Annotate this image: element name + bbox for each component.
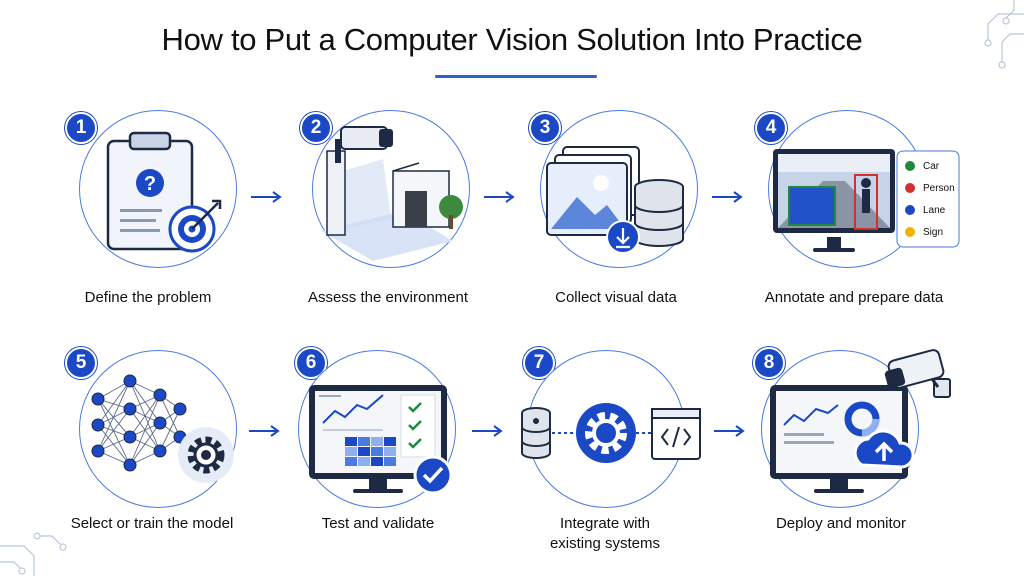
neural-network-gear-icon	[91, 374, 234, 483]
legend-label-sign: Sign	[923, 226, 944, 238]
step-8-badge: 8	[753, 347, 785, 379]
legend-item-sign: Sign	[899, 221, 957, 243]
legend-label-person: Person	[923, 182, 955, 194]
step-5-circle	[79, 350, 237, 508]
legend-dot-sign	[905, 227, 915, 237]
step-4-label: Annotate and prepare data	[764, 289, 944, 306]
arrow-right-icon	[251, 191, 282, 203]
step-5-label: Select or train the model	[70, 515, 234, 532]
step-1-badge: 1	[65, 112, 97, 144]
page-title: How to Put a Computer Vision Solution In…	[161, 22, 863, 57]
step-7-label: Integrate with existing systems	[485, 514, 725, 554]
step-1-label: Define the problem	[84, 289, 212, 306]
annotated-monitor-icon	[773, 149, 960, 252]
step-3-label: Collect visual data	[555, 289, 677, 306]
legend-dot-person	[905, 183, 915, 193]
circuit-decoration-bottom-left-icon	[0, 532, 67, 576]
database-gear-code-icon	[521, 403, 701, 463]
step-3-circle	[540, 110, 698, 268]
dashboard-checkmark-icon	[309, 385, 453, 495]
circuit-decoration-top-right-icon	[984, 0, 1024, 69]
dashboard-cloud-camera-icon	[770, 349, 951, 493]
step-5-badge: 5	[65, 347, 97, 379]
clipboard-question-target-icon: ?	[106, 131, 222, 253]
step-2-label: Assess the environment	[307, 289, 469, 306]
security-camera-building-icon	[321, 126, 463, 261]
arrow-right-icon	[472, 425, 503, 437]
step-2-circle	[312, 110, 470, 268]
legend-dot-car	[905, 161, 915, 171]
legend-item-person: Person	[899, 177, 957, 199]
step-6-label: Test and validate	[321, 515, 435, 532]
step-4-badge: 4	[755, 112, 787, 144]
arrow-right-icon	[249, 425, 280, 437]
images-database-download-icon	[546, 146, 684, 254]
legend-label-car: Car	[923, 160, 940, 172]
step-7-label-line-2: existing systems	[549, 535, 661, 552]
legend-dot-lane	[905, 205, 915, 215]
step-3-badge: 3	[529, 112, 561, 144]
arrow-right-icon	[712, 191, 743, 203]
legend-item-car: Car	[899, 155, 957, 177]
step-7-circle	[521, 350, 701, 508]
legend: Car Person Lane Sign	[899, 155, 957, 243]
title-underline	[435, 75, 597, 78]
step-8-circle	[761, 349, 951, 508]
arrow-right-icon	[484, 191, 515, 203]
step-6-badge: 6	[295, 347, 327, 379]
svg-text:?: ?	[144, 173, 156, 195]
step-1-circle: ?	[79, 110, 237, 268]
step-7-label-line-1: Integrate with	[559, 515, 651, 532]
step-2-badge: 2	[300, 112, 332, 144]
step-8-label: Deploy and monitor	[775, 515, 907, 532]
step-7-badge: 7	[523, 347, 555, 379]
arrow-right-icon	[714, 425, 745, 437]
legend-label-lane: Lane	[923, 204, 946, 216]
legend-item-lane: Lane	[899, 199, 957, 221]
step-4-circle: Car Person Lane Sign	[768, 110, 960, 268]
step-6-circle	[298, 350, 456, 508]
